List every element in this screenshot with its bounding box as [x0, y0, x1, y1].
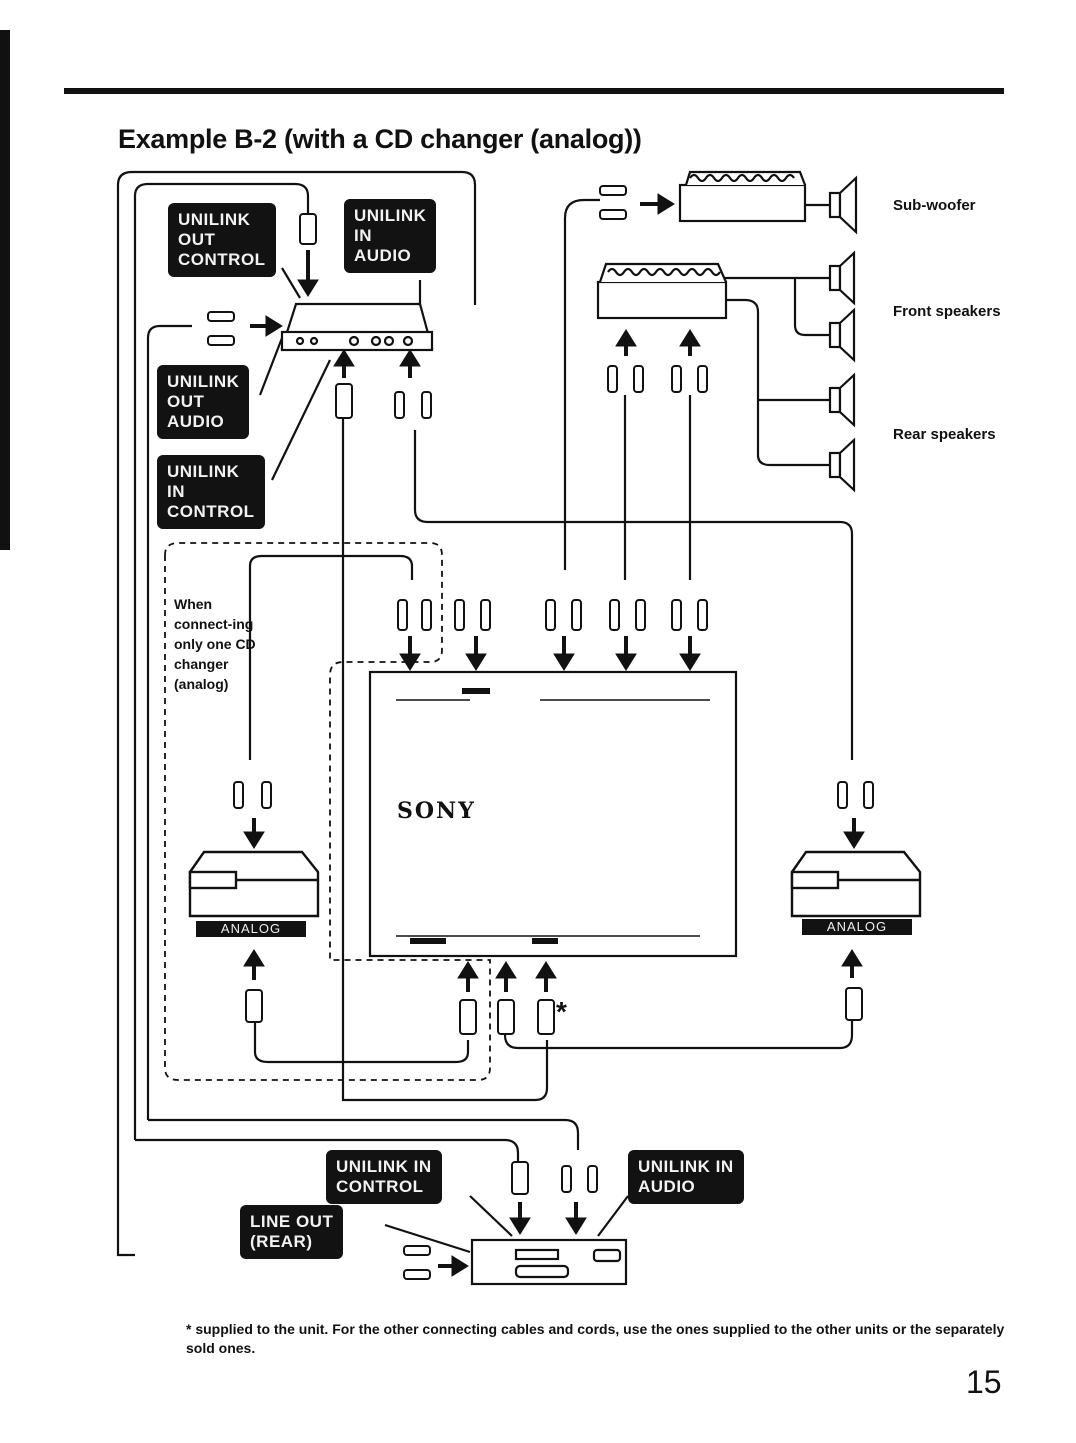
leader-bottom-audio — [597, 1195, 629, 1237]
note-one-changer: When connect-ing only one CD changer (an… — [174, 596, 256, 692]
speaker-rear-1 — [828, 372, 856, 428]
tag-unilink-out-control: UNILINK OUT CONTROL — [168, 203, 276, 277]
wire-left-changer-bottom — [253, 1020, 470, 1064]
tag-unilink-out-audio: UNILINK OUT AUDIO — [157, 365, 250, 439]
tag-line-out-rear: LINE OUT (REAR) — [240, 1205, 344, 1259]
speaker-front-2 — [828, 307, 856, 363]
wire-sub — [563, 198, 600, 570]
cd-changer-right — [790, 850, 922, 918]
page-number: 15 — [966, 1364, 1002, 1400]
cd-changer-left — [188, 850, 320, 918]
tag-unilink-in-audio-bottom: UNILINK IN AUDIO — [628, 1150, 744, 1204]
page-edge-bar — [0, 30, 10, 550]
wire-out-audio-rca — [146, 324, 192, 1120]
interface-box — [280, 302, 434, 352]
analog-label-left: ANALOG — [196, 921, 306, 937]
label-rear-speakers: Rear speakers — [893, 426, 996, 443]
brand-logo: SONY — [397, 798, 476, 824]
analog-label-right: ANALOG — [802, 919, 912, 935]
footnote: * supplied to the unit. For the other co… — [186, 1321, 1005, 1356]
top-rule — [64, 88, 1004, 94]
plugs — [207, 185, 874, 1280]
leader-out-audio — [258, 337, 284, 396]
tag-unilink-in-audio-top: UNILINK IN AUDIO — [344, 199, 437, 273]
wire-unilink-control — [133, 182, 310, 1140]
leader-in-control — [271, 359, 331, 481]
wire-iface-control — [341, 400, 549, 1102]
tag-unilink-in-control-left: UNILINK IN CONTROL — [157, 455, 265, 529]
asterisk-mark: * — [556, 996, 567, 1027]
label-front-speakers: Front speakers — [893, 303, 1001, 320]
subwoofer-amp — [678, 170, 807, 223]
leader-bottom-control — [469, 1195, 513, 1237]
wire-rear-spk — [725, 298, 830, 467]
label-sub-woofer: Sub-woofer — [893, 197, 976, 214]
speaker-front-1 — [828, 250, 856, 306]
main-unit — [368, 670, 738, 958]
leader-line-out — [384, 1223, 471, 1254]
speaker-rear-2 — [828, 437, 856, 493]
speaker-sub — [828, 175, 858, 235]
wire-right-changer-bottom — [503, 1020, 854, 1050]
page-title: Example B-2 (with a CD changer (analog)) — [118, 124, 642, 154]
outer-wire — [116, 170, 477, 1257]
head-unit — [470, 1238, 628, 1286]
tag-unilink-in-control-bottom: UNILINK IN CONTROL — [326, 1150, 442, 1204]
leader-out-control — [281, 267, 301, 299]
arrows — [243, 193, 865, 1277]
wire-iface-audio — [413, 430, 854, 760]
wire-cd-bottom-control — [135, 1138, 520, 1175]
wire-left-changer — [248, 554, 414, 760]
wire-front-spk — [725, 276, 830, 337]
front-amp — [596, 262, 728, 320]
wire-cd-bottom-audio — [148, 1118, 580, 1150]
